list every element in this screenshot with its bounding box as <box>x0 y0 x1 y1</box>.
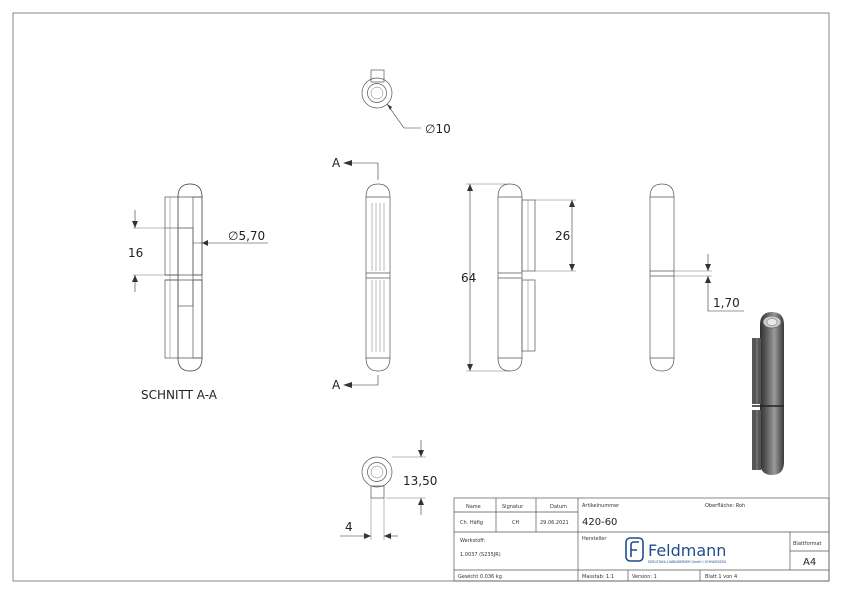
tb-gewicht: Gewicht 0.036 kg <box>458 574 502 580</box>
dim-16: 16 <box>128 246 143 260</box>
bottom-view <box>340 440 426 540</box>
pin-3d-render <box>752 312 784 475</box>
section-marker-bottom: A <box>332 378 341 392</box>
title-block <box>453 497 830 582</box>
dim-diameter-5-70: ∅5,70 <box>228 229 265 243</box>
tb-blatt: Blatt 1 von 4 <box>705 574 737 580</box>
section-label: SCHNITT A-A <box>141 388 218 402</box>
tb-signatur-value: CH <box>512 520 519 526</box>
dim-4: 4 <box>345 520 353 534</box>
tb-name-header: Name <box>466 504 481 510</box>
plain-view <box>649 183 744 372</box>
drawing-frame <box>12 12 830 582</box>
tb-werkstoff-value: 1.0037 (S235JR) <box>460 552 501 558</box>
tb-blattformat-header: Blattformat <box>793 541 822 547</box>
logo-subtitle: EDELSTAHL-HANDWERKER GmbH / SCHWEISSEN <box>648 560 726 564</box>
tb-datum-header: Datum <box>550 504 567 510</box>
tb-hersteller-header: Hersteller <box>582 536 607 542</box>
tb-version: Version: 1 <box>632 574 657 580</box>
section-marker-top: A <box>332 156 341 170</box>
section-view <box>132 183 268 372</box>
logo-text: Feldmann <box>648 541 726 560</box>
tb-artikelnummer-value: 420-60 <box>582 517 617 528</box>
dim-13-50: 13,50 <box>403 474 437 488</box>
tb-werkstoff-header: Werkstoff: <box>460 538 486 544</box>
top-view <box>361 69 421 129</box>
tb-datum-value: 29.06.2021 <box>540 520 569 526</box>
front-view <box>343 160 391 388</box>
dim-1-70: 1,70 <box>713 296 740 310</box>
dim-64: 64 <box>461 271 476 285</box>
dim-26: 26 <box>555 229 570 243</box>
tb-artikelnummer-header: Artikelnummer <box>582 503 620 509</box>
tb-signatur-header: Signatur <box>502 504 524 510</box>
tb-name-value: Ch. Häfig <box>460 520 483 526</box>
side-view <box>466 183 576 372</box>
dim-diameter-10: ∅10 <box>425 122 451 136</box>
tb-blattformat-value: A4 <box>803 557 816 568</box>
tb-massstab: Masstab: 1:1 <box>582 574 614 580</box>
tb-oberflaeche: Oberfläche: Roh <box>705 503 745 509</box>
feldmann-logo: Feldmann EDELSTAHL-HANDWERKER GmbH / SCH… <box>625 537 726 564</box>
